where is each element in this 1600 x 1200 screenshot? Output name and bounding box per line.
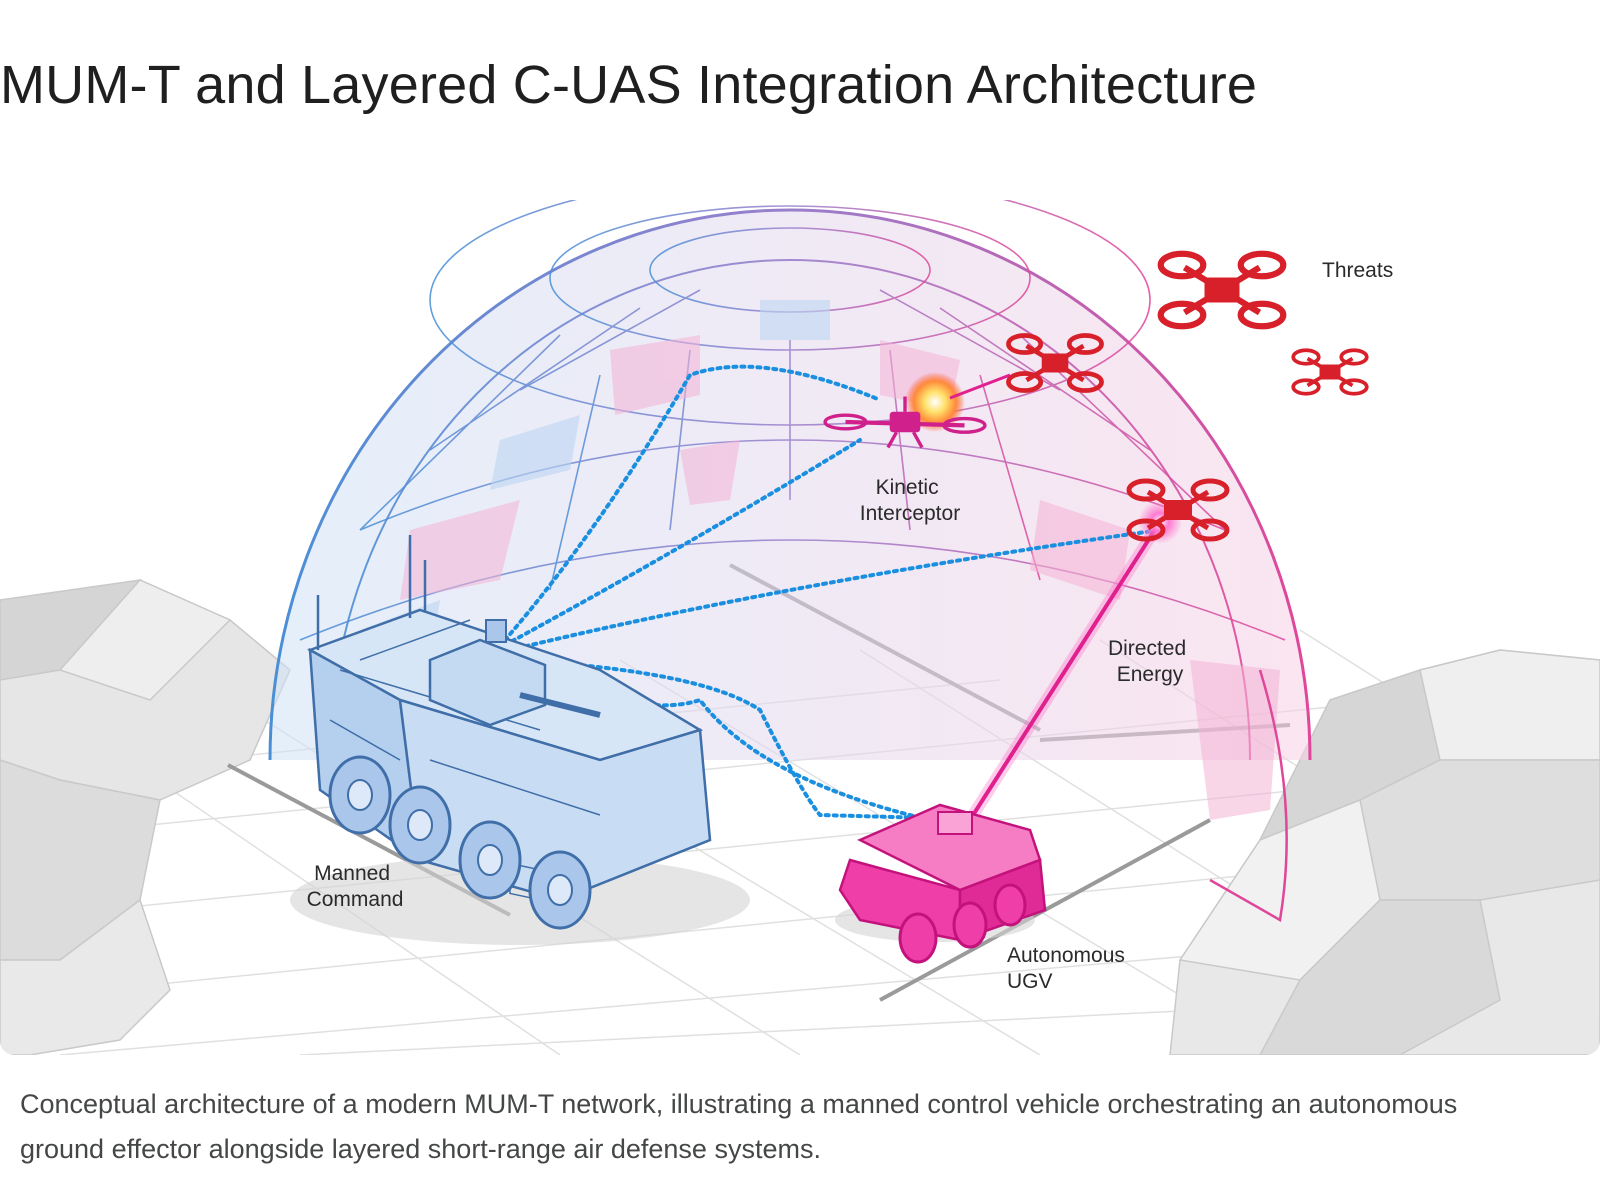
data-link-directed-energy [508, 528, 1162, 652]
kinetic-interceptor [823, 372, 1011, 449]
label-kinetic-interceptor: Kinetic Interceptor [860, 476, 960, 525]
label-autonomous-ugv: Autonomous UGV [1007, 944, 1131, 993]
label-kinetic-line1: Kinetic [876, 476, 939, 499]
label-ugv-line1: Autonomous [1007, 944, 1125, 967]
label-threats: Threats [1322, 259, 1393, 282]
label-kinetic-line2: Interceptor [860, 502, 960, 525]
data-link-interceptor [503, 438, 862, 647]
ugv-body-top [857, 803, 1042, 892]
data-link-dome-node [503, 364, 882, 642]
quadcopter-drone-icon [1161, 254, 1284, 327]
interceptor-drone-icon [823, 396, 987, 449]
label-directed-line1: Directed [1108, 637, 1186, 660]
architecture-diagram-svg: Threats Kinetic Interceptor Directed Ene… [0, 200, 1600, 1055]
dome-outer-rim-right [1209, 669, 1288, 922]
data-link-ugv [508, 658, 932, 820]
terrain-hill-left [0, 578, 291, 1055]
figure-caption: Conceptual architecture of a modern MUM-… [20, 1089, 1458, 1164]
architecture-diagram: Threats Kinetic Interceptor Directed Ene… [0, 200, 1600, 1055]
autonomous-ugv-icon [835, 803, 1047, 964]
label-directed-line2: Energy [1117, 663, 1184, 686]
label-manned-line1: Manned [314, 862, 390, 885]
quadcopter-drone-icon [1291, 348, 1369, 396]
terrain [0, 563, 1600, 1055]
label-manned-command: Manned Command [307, 862, 404, 911]
vehicle-antennas [316, 535, 427, 650]
label-ugv-line2: UGV [1007, 970, 1053, 993]
label-manned-line2: Command [307, 888, 404, 911]
terrain-hill-right [1169, 649, 1600, 1055]
diagram-labels: Threats Kinetic Interceptor Directed Ene… [307, 259, 1394, 993]
armored-8x8-vehicle-icon [290, 535, 750, 945]
ugv-turret [937, 811, 973, 835]
page-title: MUM-T and Layered C-UAS Integration Arch… [0, 55, 1258, 115]
vehicle-turret [428, 619, 601, 727]
label-directed-energy: Directed Energy [1108, 637, 1192, 686]
